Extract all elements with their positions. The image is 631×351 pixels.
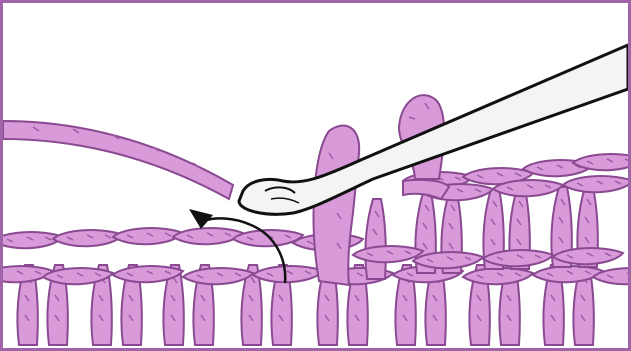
crochet-diagram xyxy=(3,3,628,348)
working-yarn xyxy=(3,121,233,199)
lower-row-chains xyxy=(3,266,628,284)
